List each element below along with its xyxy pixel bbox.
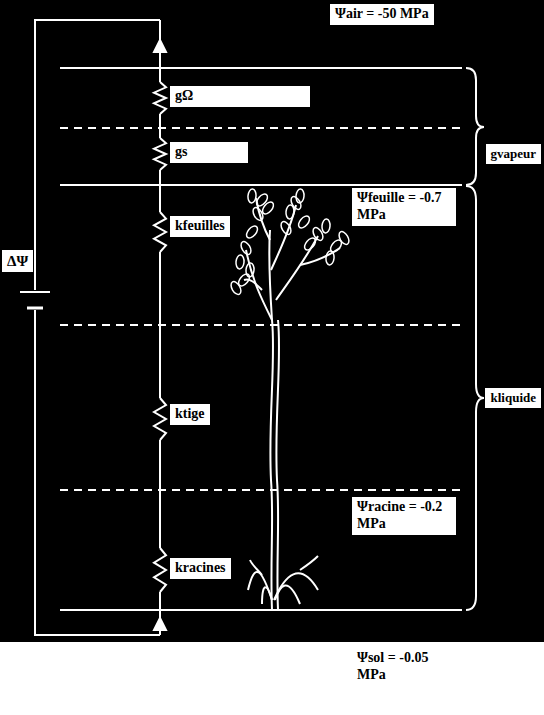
conductance-label: kliquide	[485, 388, 541, 408]
wire	[159, 252, 161, 398]
leaf	[245, 263, 254, 278]
resistor-symbol	[154, 398, 166, 440]
wire	[159, 114, 161, 138]
leaf	[244, 224, 259, 240]
leaf	[311, 226, 325, 242]
leaf	[302, 236, 317, 252]
potential-label: Ψracine = -0.2 MPa	[352, 497, 456, 535]
leaf	[235, 255, 244, 270]
leaf	[254, 192, 269, 208]
leaf	[337, 230, 351, 246]
potential-difference-label: ΔΨ	[2, 250, 33, 272]
potential-label: Ψfeuille = -0.7 MPa	[352, 188, 456, 226]
conductance-label: kfeuilles	[170, 216, 230, 237]
wire	[159, 20, 161, 40]
conductance-label: gvapeur	[486, 144, 542, 164]
resistor-symbol	[154, 82, 166, 114]
leaf	[295, 189, 304, 204]
resistor-symbol	[154, 548, 166, 592]
wire	[159, 52, 161, 82]
leaf	[260, 200, 275, 216]
leaf	[279, 220, 293, 236]
leaf	[247, 189, 256, 204]
leaf	[321, 219, 330, 234]
wire	[159, 630, 161, 635]
potential-label: Ψsol = -0.05 MPa	[352, 648, 456, 686]
leaf	[229, 280, 243, 296]
conductance-label: gs	[170, 142, 248, 163]
leaf	[239, 240, 253, 256]
wire	[159, 170, 161, 212]
conductance-label: ktige	[170, 404, 210, 425]
leaf	[325, 251, 334, 266]
leaf	[296, 214, 311, 230]
resistor-symbol	[154, 212, 166, 252]
wire	[159, 440, 161, 548]
potential-label: Ψair = -50 MPa	[330, 4, 434, 25]
conductance-label: gΩ	[170, 86, 310, 107]
wire	[159, 592, 161, 618]
conductance-label: kracines	[170, 558, 231, 579]
resistor-symbol	[154, 138, 166, 170]
leaf	[285, 205, 294, 220]
